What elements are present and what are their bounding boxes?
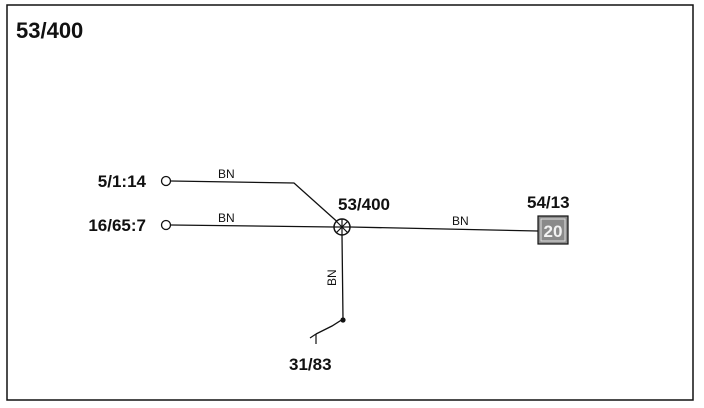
- wire-label-bn-3: BN: [452, 214, 469, 228]
- splice-icon[interactable]: [333, 218, 351, 236]
- wire-16-65-7-to-splice[interactable]: [170, 224, 335, 228]
- wire-splice-to-ground[interactable]: [315, 234, 344, 335]
- connector-label: 54/13: [527, 193, 570, 212]
- terminal-16-65-7-icon[interactable]: [160, 219, 172, 231]
- ground-icon: [309, 333, 317, 344]
- ground-junction-dot: [340, 317, 346, 323]
- ground-label: 31/83: [289, 355, 332, 374]
- connector-pin-number: 20: [544, 222, 563, 241]
- wire-5-1-14-to-splice[interactable]: [170, 180, 343, 227]
- terminal-label-5-1-14: 5/1:14: [98, 172, 147, 191]
- diagram-title: 53/400: [16, 18, 83, 43]
- wire-label-bn-4: BN: [325, 269, 339, 286]
- wire-splice-to-connector[interactable]: [349, 226, 539, 232]
- diagram-frame: [6, 4, 694, 401]
- wire-label-bn-1: BN: [218, 167, 235, 181]
- terminal-5-1-14-icon[interactable]: [160, 175, 172, 187]
- splice-label: 53/400: [338, 195, 390, 214]
- wire-label-bn-2: BN: [218, 211, 235, 225]
- connector-box[interactable]: [537, 215, 569, 245]
- terminal-label-16-65-7: 16/65:7: [88, 216, 146, 235]
